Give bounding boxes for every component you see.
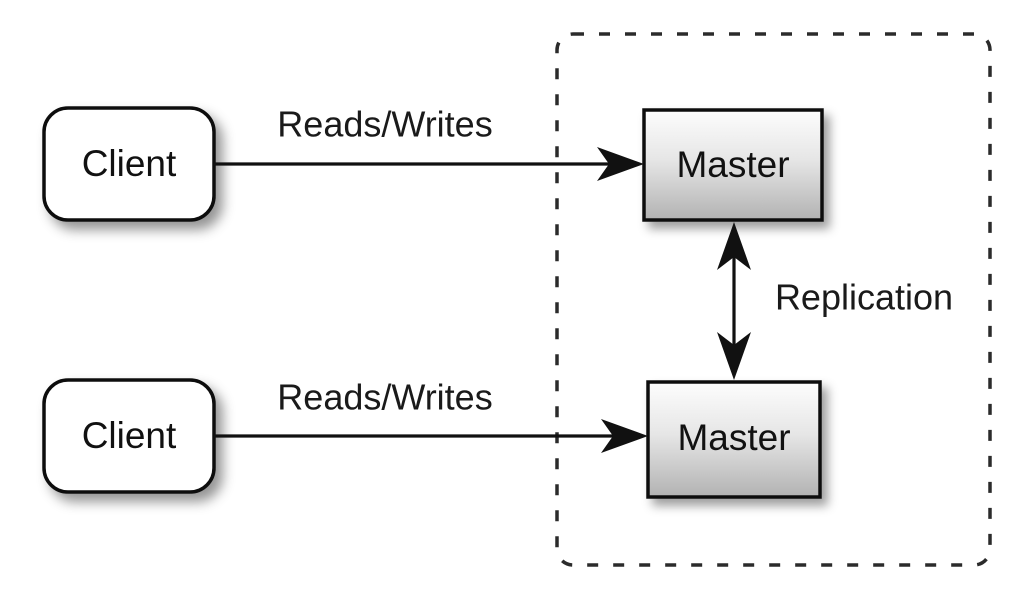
master-top-label: Master	[676, 144, 789, 185]
node-master-top[interactable]: Master	[642, 108, 824, 222]
node-master-bottom[interactable]: Master	[646, 380, 822, 499]
reads-writes-top-arrowhead	[597, 147, 644, 181]
replication-arrowhead-up	[717, 222, 751, 270]
client-top-label: Client	[82, 143, 177, 184]
master-top-box[interactable]	[642, 108, 824, 222]
master-bottom-label: Master	[677, 417, 790, 458]
client-bottom-label: Client	[82, 415, 177, 456]
reads-writes-bottom-arrowhead	[601, 419, 648, 453]
edge-master-to-master-replication: Replication	[717, 222, 953, 380]
node-client-top[interactable]: Client	[42, 106, 216, 222]
edge-client-bottom-to-master-bottom: Reads/Writes	[214, 377, 648, 453]
replication-cluster-boundary	[555, 32, 992, 567]
reads-writes-top-label: Reads/Writes	[277, 104, 492, 145]
replication-label: Replication	[775, 277, 953, 318]
replication-arrowhead-down	[717, 332, 751, 380]
node-client-bottom[interactable]: Client	[42, 378, 216, 494]
master-bottom-box[interactable]	[646, 380, 822, 499]
reads-writes-bottom-label: Reads/Writes	[277, 377, 492, 418]
edge-client-top-to-master-top: Reads/Writes	[214, 104, 644, 181]
